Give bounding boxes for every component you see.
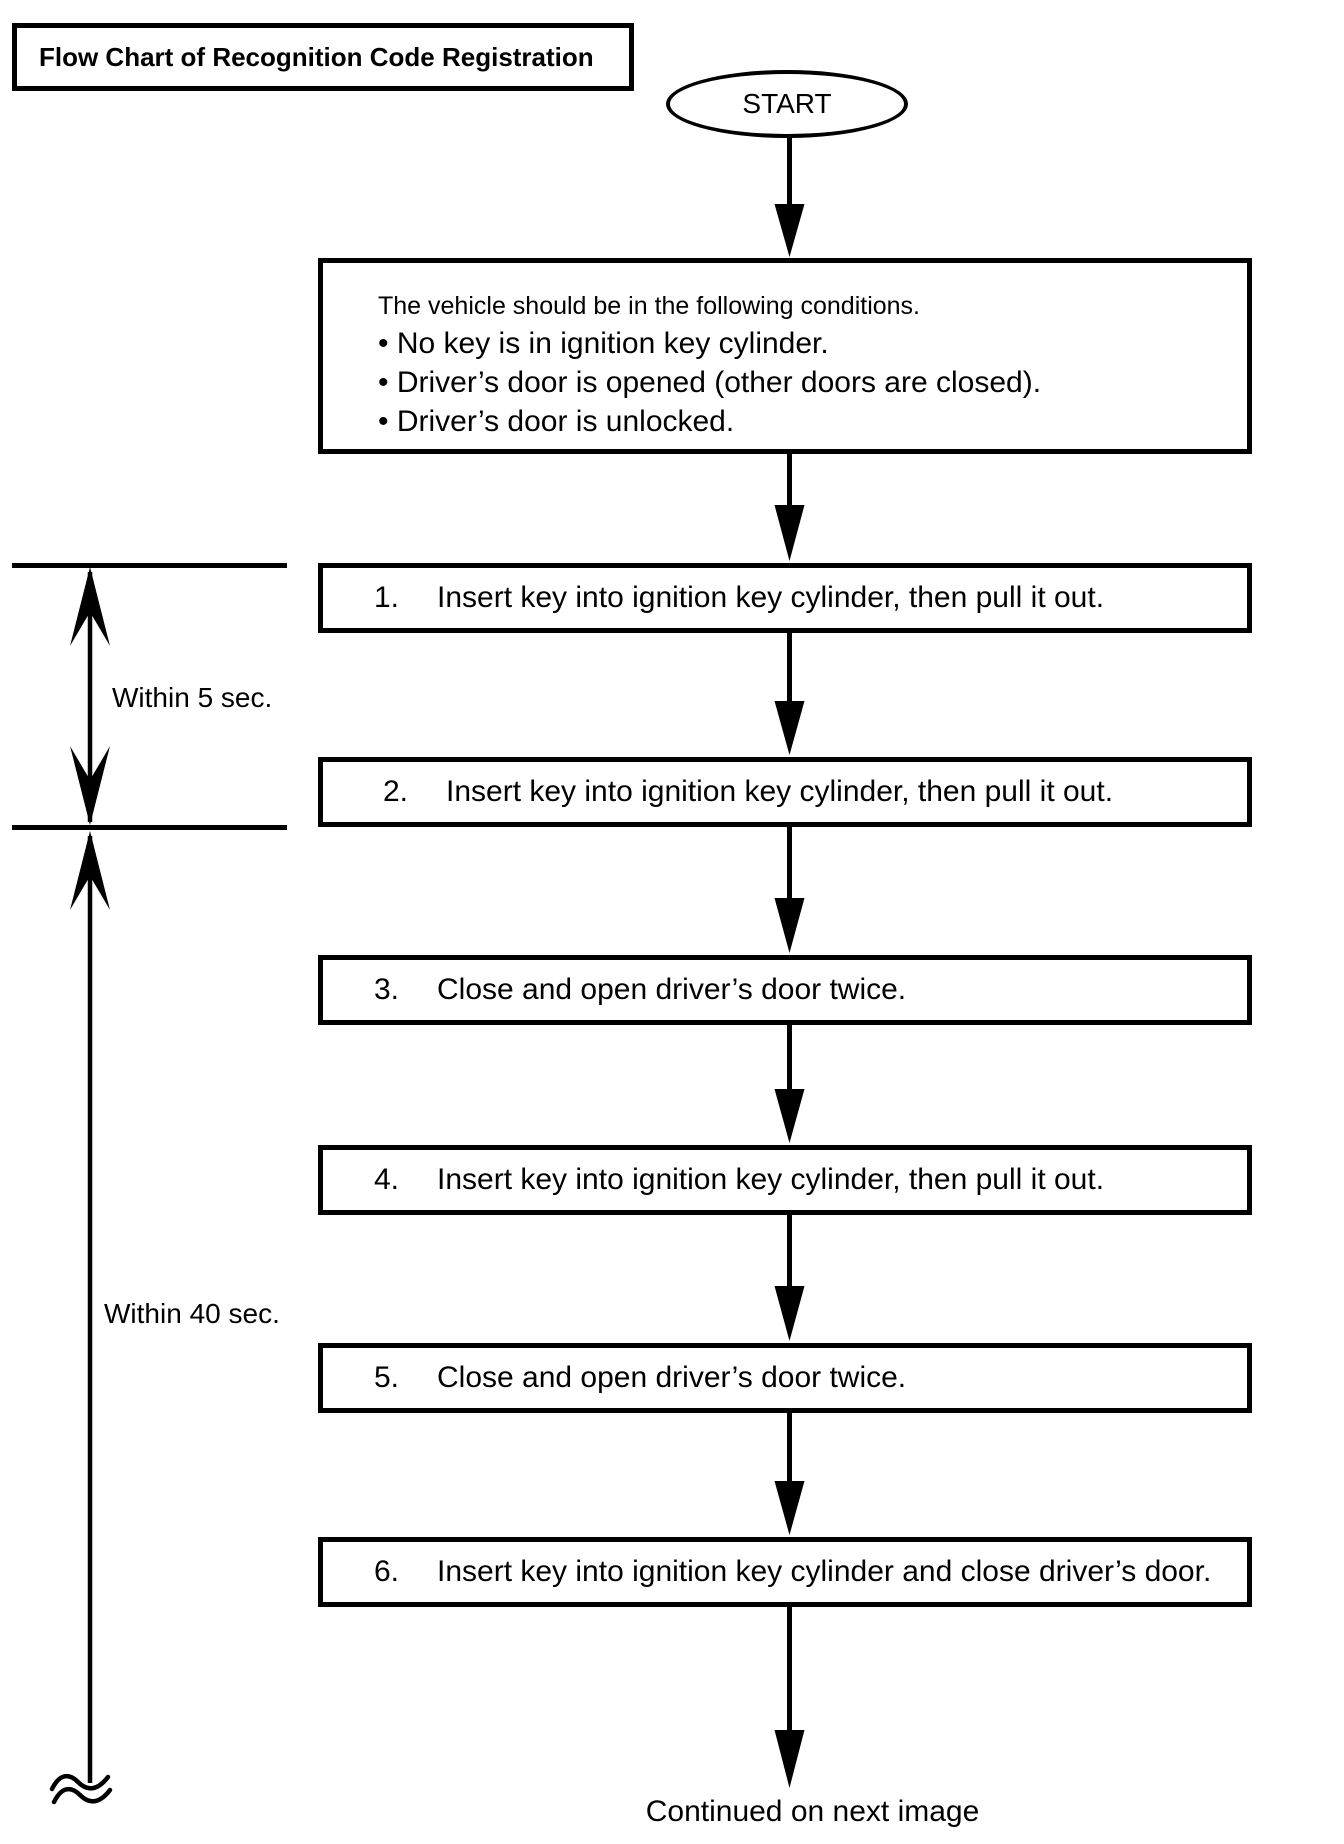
step-text: Close and open driver’s door twice. [437,973,907,1006]
step-number: 1. [374,581,400,614]
arrow-step6-to-continued [774,1607,805,1788]
arrow-conditions-to-step1 [774,454,805,561]
step-box-6: 6. Insert key into ignition key cylinder… [318,1537,1252,1607]
arrow-step3-to-step4 [774,1025,805,1143]
condition-bullet: • No key is in ignition key cylinder. [378,327,829,360]
conditions-box: The vehicle should be in the following c… [318,258,1252,454]
step-box-4: 4. Insert key into ignition key cylinder… [318,1145,1252,1215]
arrow-step5-to-step6 [774,1413,805,1535]
step-text: Insert key into ignition key cylinder, t… [437,581,1105,614]
step-text: Insert key into ignition key cylinder, t… [437,1163,1105,1196]
timing-label-5sec: Within 5 sec. [112,682,273,713]
step-text: Insert key into ignition key cylinder, t… [446,775,1114,808]
start-node: START [666,70,908,138]
condition-bullet: • Driver’s door is unlocked. [378,405,735,438]
step-number: 2. [383,775,409,808]
step-number: 6. [374,1555,400,1588]
step-text: Insert key into ignition key cylinder an… [437,1555,1212,1588]
break-symbol [49,1773,113,1805]
step-number: 5. [374,1361,400,1394]
arrow-step2-to-step3 [774,827,805,953]
start-label: START [742,88,832,119]
arrow-step1-to-step2 [774,633,805,755]
step-number: 4. [374,1163,400,1196]
step-number: 3. [374,973,400,1006]
step-box-1: 1. Insert key into ignition key cylinder… [318,563,1252,633]
timing-bracket-40sec-arrow [70,831,110,1783]
continued-note: Continued on next image [645,1795,980,1828]
step-box-5: 5. Close and open driver’s door twice. [318,1343,1252,1413]
step-box-3: 3. Close and open driver’s door twice. [318,955,1252,1025]
step-box-2: 2. Insert key into ignition key cylinder… [318,757,1252,827]
chart-title: Flow Chart of Recognition Code Registrat… [39,41,594,72]
arrow-start-to-conditions [774,137,805,257]
conditions-intro: The vehicle should be in the following c… [378,292,921,320]
condition-bullet: • Driver’s door is opened (other doors a… [378,366,1042,399]
arrow-step4-to-step5 [774,1215,805,1341]
step-text: Close and open driver’s door twice. [437,1361,907,1394]
timing-bracket-5sec-arrow [70,567,110,825]
chart-title-box: Flow Chart of Recognition Code Registrat… [12,23,634,91]
timing-label-40sec: Within 40 sec. [104,1298,280,1329]
